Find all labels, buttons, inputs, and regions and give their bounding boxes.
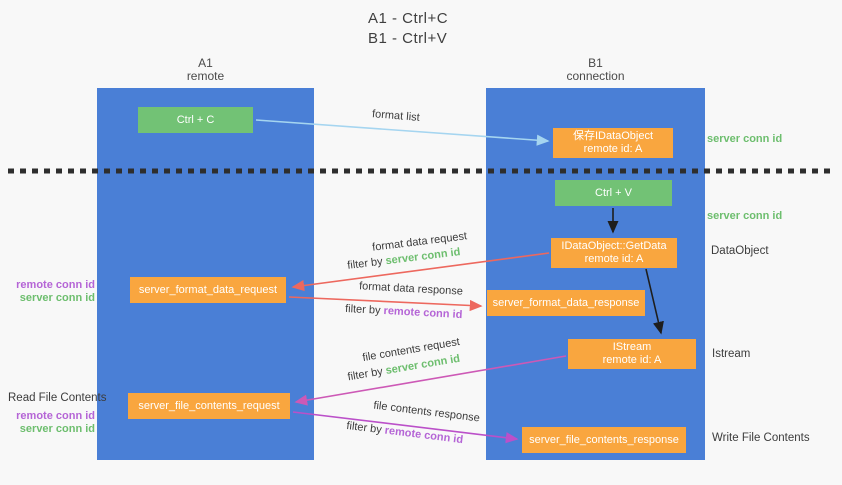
ctrl-c-node: Ctrl + C (138, 107, 253, 133)
left-column-role: remote (186, 69, 225, 83)
filter-by-remote-conn-id-label-1: filter by remote conn id (345, 303, 463, 322)
idataobject-getdata-line2: remote id: A (584, 253, 644, 265)
format-list-label: format list (371, 108, 421, 124)
remote-conn-id-text: remote conn id (383, 304, 463, 322)
right-column-header: B1 connection (486, 57, 705, 83)
server-file-contents-request-node: server_file_contents_request (128, 393, 290, 419)
save-idataobject-line1: 保存IDataObject (572, 130, 654, 142)
istream-line1: IStream (612, 341, 652, 353)
left-column-header: A1 remote (97, 57, 314, 83)
right-column-role: connection (566, 69, 625, 83)
read-file-contents-annotation: Read File Contents (8, 392, 107, 404)
ctrl-v-label: Ctrl + V (595, 186, 632, 199)
server-format-data-response-label: server_format_data_response (492, 296, 640, 309)
server-format-data-response-node: server_format_data_response (487, 290, 645, 316)
diagram-title: A1 - Ctrl+C B1 - Ctrl+V (368, 9, 448, 49)
istream-node: IStream remote id: A (568, 339, 696, 369)
server-file-contents-response-label: server_file_contents_response (529, 433, 679, 446)
filter-by-text: filter by (344, 302, 381, 317)
istream-annotation: Istream (712, 348, 751, 360)
write-file-contents-annotation: Write File Contents (712, 432, 810, 444)
server-file-contents-response-node: server_file_contents_response (522, 427, 686, 453)
filter-by-text: filter by (346, 365, 384, 384)
filter-by-text: filter by (345, 419, 383, 437)
right-column-name: B1 (588, 56, 603, 70)
server-conn-id-annotation-1: server conn id (19, 292, 95, 304)
dataobject-annotation: DataObject (711, 245, 769, 257)
server-conn-id-annotation-mid: server conn id (707, 210, 783, 222)
istream-line2: remote id: A (602, 354, 662, 366)
save-idataobject-node: 保存IDataObject remote id: A (553, 128, 673, 158)
title-line-2: B1 - Ctrl+V (368, 30, 448, 47)
ctrl-v-node: Ctrl + V (555, 180, 672, 206)
server-conn-id-annotation-top: server conn id (707, 133, 783, 145)
server-format-data-request-label: server_format_data_request (138, 283, 278, 296)
ctrl-c-label: Ctrl + C (176, 113, 215, 126)
idataobject-getdata-node: IDataObject::GetData remote id: A (551, 238, 677, 268)
title-line-1: A1 - Ctrl+C (368, 10, 449, 27)
server-conn-id-annotation-2: server conn id (19, 423, 95, 435)
left-conn-id-group-1: remote conn id server conn id (0, 279, 95, 305)
left-conn-id-group-2: remote conn id server conn id (0, 410, 95, 436)
left-column-name: A1 (198, 56, 213, 70)
remote-conn-id-annotation-2: remote conn id (16, 410, 95, 422)
filter-by-remote-conn-id-label-2: filter by remote conn id (346, 420, 464, 447)
server-format-data-request-node: server_format_data_request (130, 277, 286, 303)
remote-conn-id-annotation-1: remote conn id (16, 279, 95, 291)
idataobject-getdata-line1: IDataObject::GetData (561, 240, 667, 252)
remote-conn-id-text: remote conn id (384, 424, 464, 447)
format-data-response-label: format data response (358, 280, 464, 298)
server-file-contents-request-label: server_file_contents_request (138, 399, 280, 412)
file-contents-response-label: file contents response (372, 399, 481, 425)
filter-by-text: filter by (346, 255, 384, 272)
save-idataobject-line2: remote id: A (583, 143, 643, 155)
